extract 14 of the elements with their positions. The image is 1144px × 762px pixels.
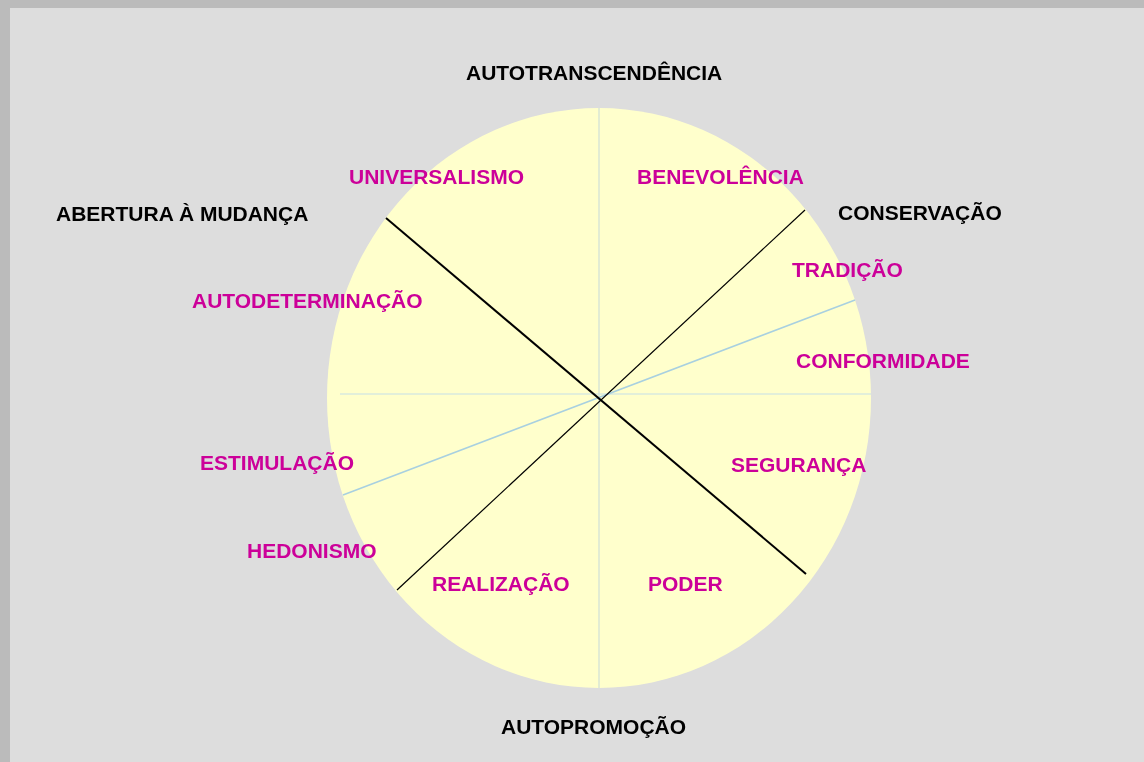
value-label: AUTODETERMINAÇÃO [192,289,423,313]
value-label: TRADIÇÃO [792,258,903,282]
value-label: CONFORMIDADE [796,349,970,373]
value-label: REALIZAÇÃO [432,572,570,596]
dimension-label: AUTOPROMOÇÃO [501,715,687,739]
value-label: SEGURANÇA [731,453,867,477]
value-label: ESTIMULAÇÃO [200,451,354,475]
dimension-label: CONSERVAÇÃO [838,201,1002,225]
value-label: BENEVOLÊNCIA [637,165,804,189]
dimension-label: AUTOTRANSCENDÊNCIA [466,61,723,85]
value-label: HEDONISMO [247,539,377,563]
value-label: UNIVERSALISMO [349,165,524,189]
dimension-label: ABERTURA À MUDANÇA [56,202,309,226]
value-label: PODER [648,572,723,596]
